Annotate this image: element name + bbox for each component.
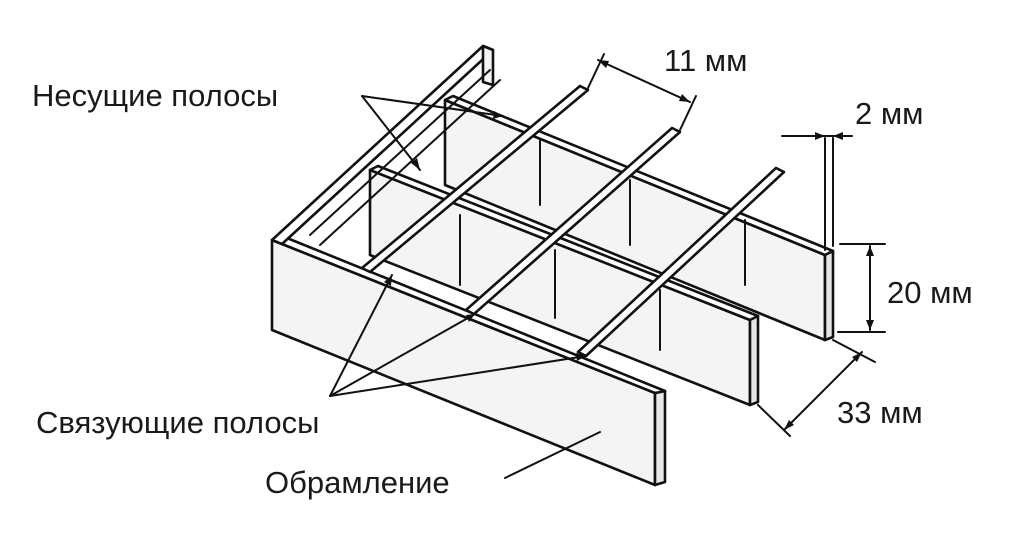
inner-edges — [309, 69, 746, 351]
label-bearing-bars: Несущие полосы — [32, 78, 279, 113]
frame-left-side-face — [481, 44, 495, 87]
dim-label-thickness: 2 мм — [855, 96, 924, 131]
cross-bar-3 — [576, 166, 786, 358]
label-cross-bars: Связующие полосы — [36, 405, 320, 440]
dimensions — [587, 53, 886, 437]
cross-bar-2 — [464, 126, 682, 316]
cross-bar-1 — [360, 84, 590, 274]
bearing-bar-1-end — [748, 314, 760, 407]
label-frame: Обрамление — [265, 465, 450, 500]
frame-front-edge — [653, 389, 667, 487]
dim-label-height: 20 мм — [887, 275, 973, 310]
dim-label-pitch: 11 мм — [664, 43, 748, 78]
leaders — [329, 95, 601, 479]
dim-label-cross-pitch: 33 мм — [837, 395, 923, 430]
bearing-bar-2-end — [823, 249, 835, 342]
cross-bars — [360, 84, 786, 358]
